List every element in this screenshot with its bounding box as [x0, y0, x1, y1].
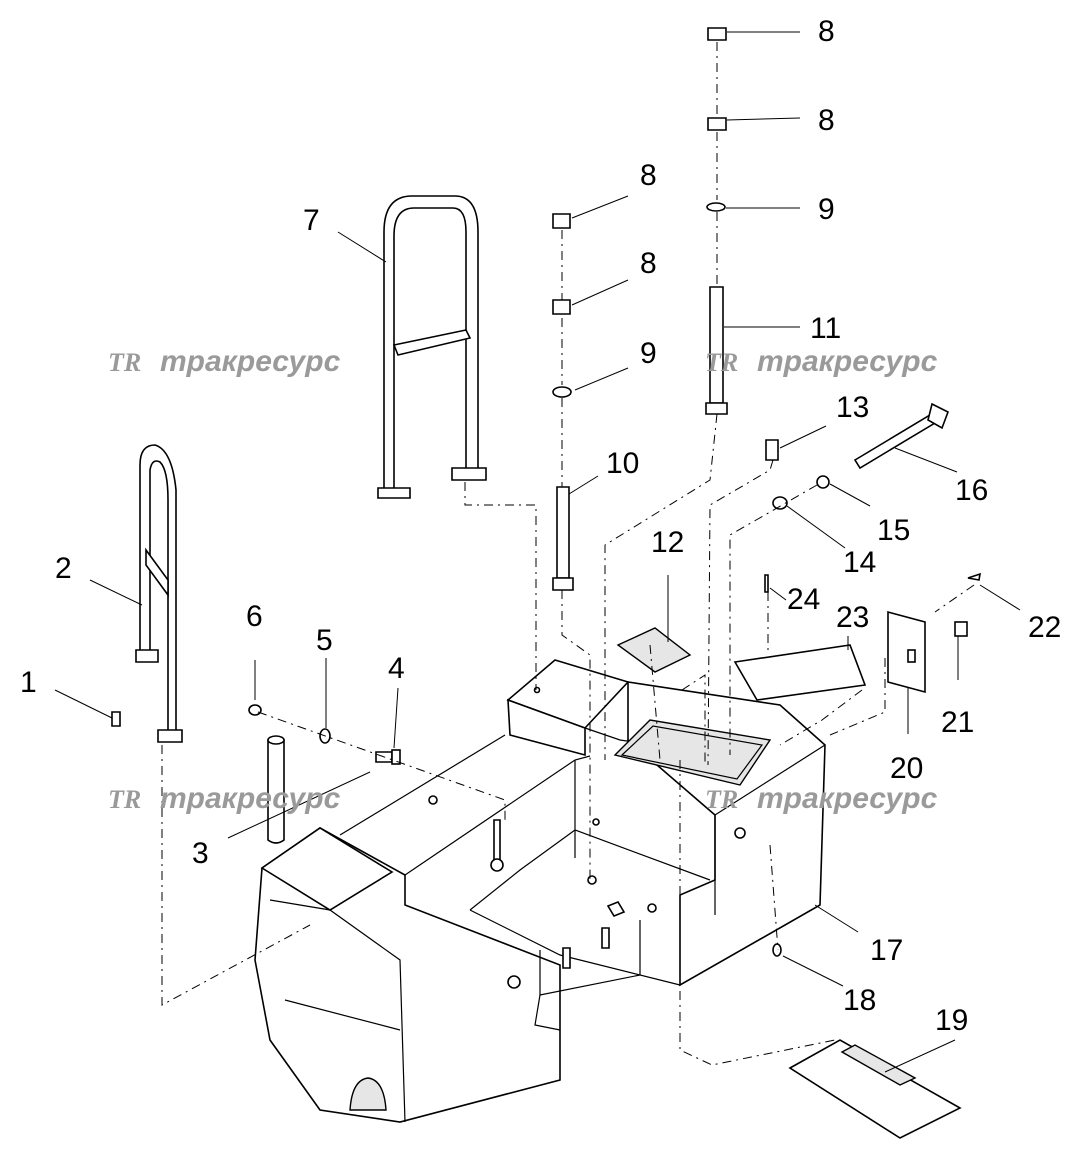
callout-8: 8 [818, 104, 835, 137]
callout-18: 18 [843, 984, 876, 1017]
part-2-handrail [135, 444, 183, 743]
part-7-handrail [377, 195, 487, 499]
watermark-text: тракресурс [160, 345, 341, 378]
assembly-dash-lines [161, 42, 975, 1066]
callout-9: 9 [818, 193, 835, 226]
callout-10: 10 [606, 447, 639, 480]
callout-15: 15 [877, 514, 910, 547]
callout-22: 22 [1028, 611, 1061, 644]
callout-16: 16 [955, 474, 988, 507]
leader-lines [54, 31, 1021, 1073]
watermark-top-right: TR тракресурс [705, 345, 938, 378]
watermark-logo: TR [108, 348, 141, 377]
callout-7: 7 [303, 204, 320, 237]
watermark-logo: TR [705, 348, 738, 377]
callout-9: 9 [640, 337, 657, 370]
callout-17: 17 [870, 934, 903, 967]
watermark-text: тракресурс [757, 345, 938, 378]
main-frame-body [254, 659, 826, 1123]
callout-labels: 1 2 3 4 5 6 7 8 8 8 8 9 9 10 11 12 13 14… [20, 15, 1061, 1037]
watermark-text: тракресурс [757, 782, 938, 815]
callout-14: 14 [843, 546, 876, 579]
hardware-parts [111, 27, 982, 1139]
watermark-top-left: TR тракресурс [108, 345, 341, 378]
callout-8: 8 [640, 159, 657, 192]
callout-8: 8 [818, 15, 835, 48]
watermark-logo: TR [108, 785, 141, 814]
callout-23: 23 [836, 601, 869, 634]
callout-8: 8 [640, 247, 657, 280]
callout-12: 12 [651, 526, 684, 559]
watermark-logo: TR [705, 785, 738, 814]
callout-1: 1 [20, 666, 37, 699]
callout-24: 24 [787, 583, 820, 616]
watermark-text: тракресурс [160, 782, 341, 815]
callout-20: 20 [890, 752, 923, 785]
callout-4: 4 [388, 652, 405, 685]
callout-11: 11 [810, 312, 841, 345]
watermark-bottom-left: TR тракресурс [108, 782, 341, 815]
callout-3: 3 [192, 837, 209, 870]
callout-21: 21 [941, 706, 974, 739]
callout-2: 2 [55, 552, 72, 585]
watermark-bottom-right: TR тракресурс [705, 782, 938, 815]
callout-5: 5 [316, 624, 333, 657]
callout-13: 13 [836, 391, 869, 424]
callout-19: 19 [935, 1004, 968, 1037]
callout-6: 6 [246, 600, 263, 633]
